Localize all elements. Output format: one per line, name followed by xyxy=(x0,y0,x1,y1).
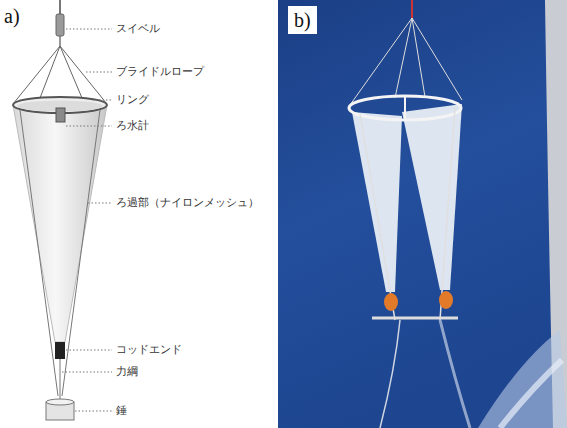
part-name: コッドエンド xyxy=(116,343,182,356)
panel-letter: b) xyxy=(288,6,317,34)
part-name: ろ過部（ナイロンメッシュ） xyxy=(116,196,259,209)
part-name: リング xyxy=(116,93,149,106)
part-name: ろ水計 xyxy=(116,119,149,132)
panel-letter: a) xyxy=(4,4,20,28)
leader-lines xyxy=(62,29,112,411)
part-name: 錘 xyxy=(116,404,127,417)
part-name: スイベル xyxy=(116,22,160,35)
net-photo xyxy=(278,0,567,428)
part-name: 力綱 xyxy=(116,365,138,378)
part-name: ブライドルロープ xyxy=(116,65,204,78)
plankton-net xyxy=(13,0,107,420)
